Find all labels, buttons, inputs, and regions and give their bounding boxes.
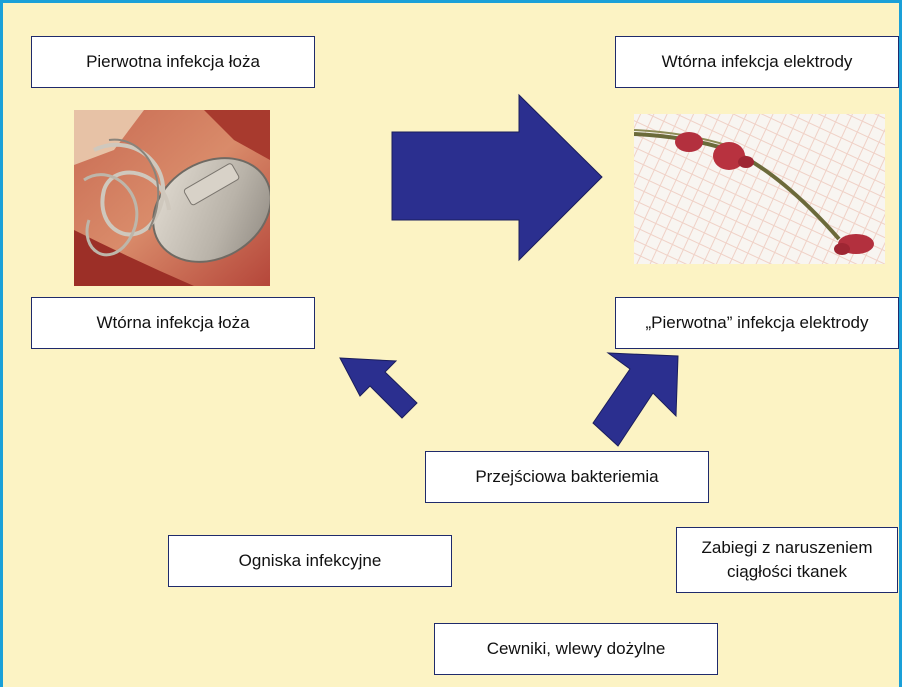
big-right-arrow [392, 95, 602, 260]
arrow-to-primary-lead [593, 353, 678, 446]
arrow-to-secondary-pocket [340, 358, 417, 418]
